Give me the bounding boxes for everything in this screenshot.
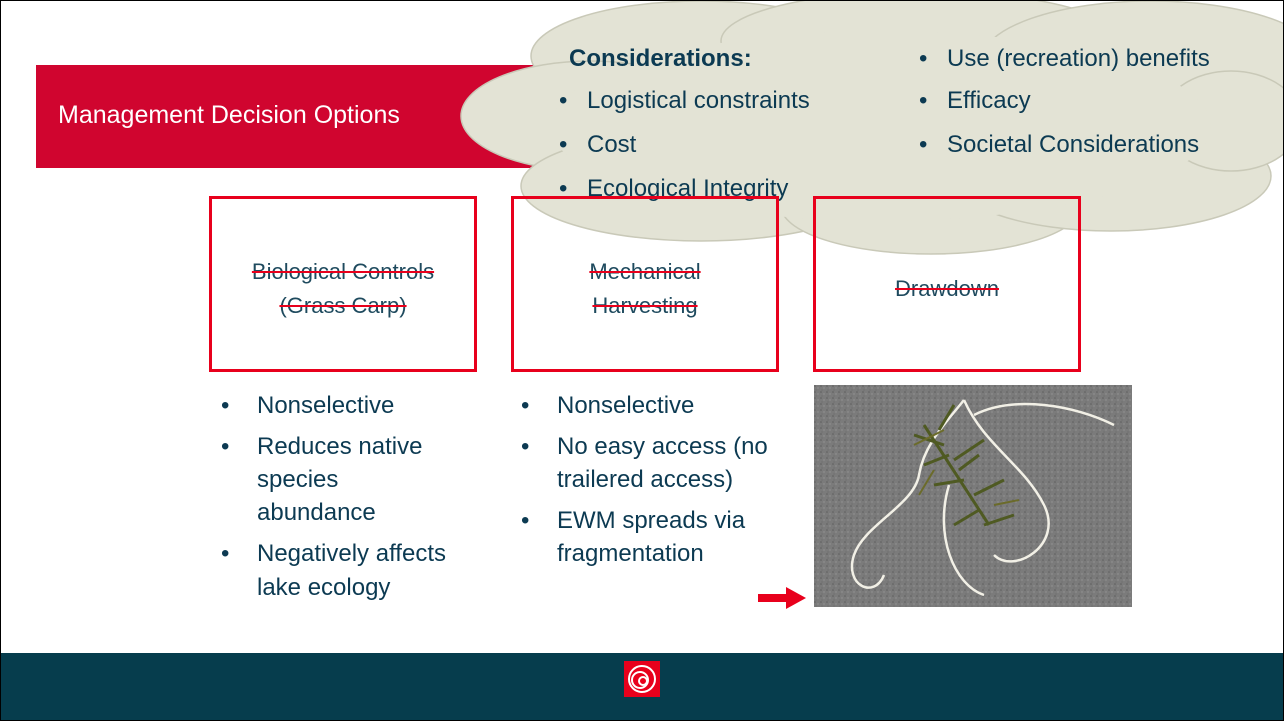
bullet-item: •Nonselective [221,392,395,419]
bullet-item: •Reduces native species abundance [221,433,423,527]
option-label: Biological Controls (Grass Carp) [251,259,435,319]
consideration-item: •Efficacy [919,87,1031,114]
option-label: Mechanical Harvesting [589,259,701,319]
bullet-item: •Nonselective [521,392,695,419]
option-box-mechanical: Mechanical Harvesting [511,196,779,372]
bullet-item: •EWM spreads via fragmentation [521,507,746,568]
plant-fragment-photo [814,385,1132,607]
right-arrow-icon [758,587,806,609]
option1-bullets: •Nonselective •Reduces native species ab… [221,389,461,612]
title-band [36,65,536,168]
consideration-item: •Societal Considerations [919,131,1200,158]
considerations-cloud [460,1,1283,255]
consideration-item: •Cost [559,131,637,158]
option-box-biological: Biological Controls (Grass Carp) [209,196,477,372]
org-logo-icon [624,661,660,697]
considerations-heading: Considerations: [569,45,752,72]
slide-title: Management Decision Options [58,101,400,129]
bullet-item: •No easy access (no trailered access) [521,433,768,494]
consideration-item: •Use (recreation) benefits [919,45,1210,72]
option-label: Drawdown [895,276,999,301]
bullet-item: •Negatively affects lake ecology [221,540,446,601]
consideration-item: •Logistical constraints [559,87,810,114]
option-box-drawdown: Drawdown [813,196,1081,372]
option2-bullets: •Nonselective •No easy access (no traile… [521,389,771,579]
